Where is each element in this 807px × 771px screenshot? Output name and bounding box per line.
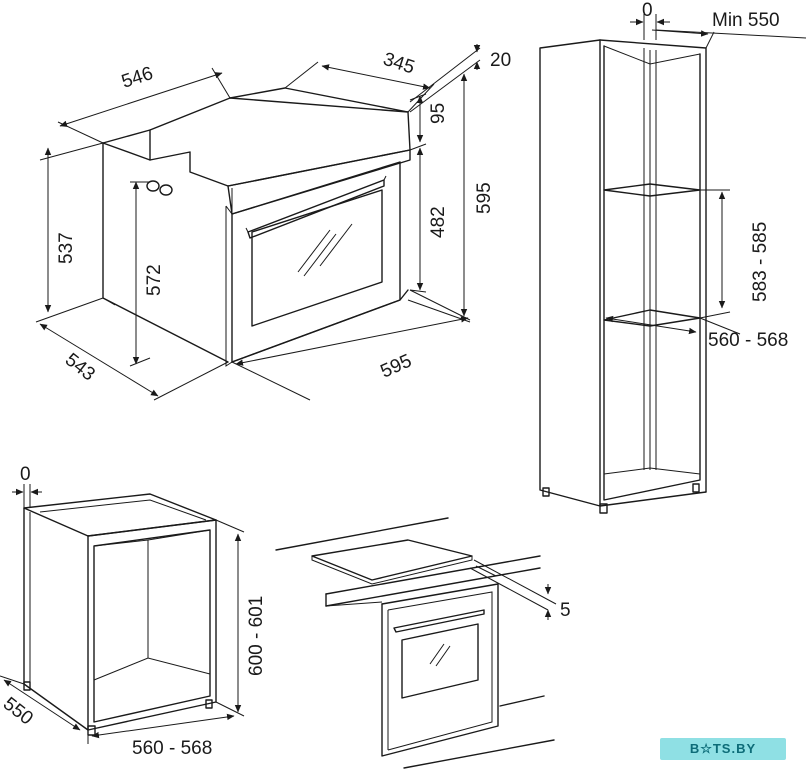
dim-482: 482 — [428, 206, 449, 238]
column-cabinet-drawing — [539, 39, 707, 514]
undercounter-drawing — [275, 517, 557, 769]
dim-546: 546 — [119, 63, 156, 93]
dim-543: 543 — [61, 349, 99, 385]
base-cabinet-dimension-labels: 0 600 - 601 550 560 - 568 — [0, 464, 267, 759]
dim-345: 345 — [380, 49, 417, 79]
dim-537: 537 — [56, 232, 77, 264]
watermark-logo: B☆TS.BY — [660, 738, 786, 760]
dim-column-gap: 0 — [642, 0, 653, 21]
dim-595-horizontal: 595 — [377, 350, 415, 382]
column-dimension-labels: 0 Min 550 583 - 585 560 - 568 — [642, 0, 788, 351]
dim-cabinet-gap: 0 — [20, 464, 31, 485]
column-dimension-lines — [605, 14, 807, 335]
dim-5: 5 — [560, 600, 571, 621]
undercounter-dimension-labels: 5 — [560, 600, 571, 621]
dim-column-560-568: 560 - 568 — [708, 330, 788, 351]
dim-95: 95 — [428, 103, 449, 124]
oven-drawing — [102, 87, 411, 367]
dim-595-vertical: 595 — [474, 182, 495, 214]
base-cabinet-drawing — [23, 493, 217, 736]
dim-cabinet-560-568: 560 - 568 — [132, 738, 212, 759]
dim-600-601: 600 - 601 — [246, 596, 267, 676]
dim-572: 572 — [144, 264, 165, 296]
dim-20: 20 — [490, 50, 511, 71]
dim-583-585: 583 - 585 — [750, 222, 771, 302]
base-cabinet-dimension-lines — [0, 484, 245, 744]
dim-550: 550 — [0, 693, 37, 729]
oven-dimension-labels: 546 345 20 95 482 595 537 572 543 595 — [56, 49, 511, 386]
oven-dimension-lines — [35, 44, 481, 401]
dim-min-550: Min 550 — [712, 10, 780, 31]
